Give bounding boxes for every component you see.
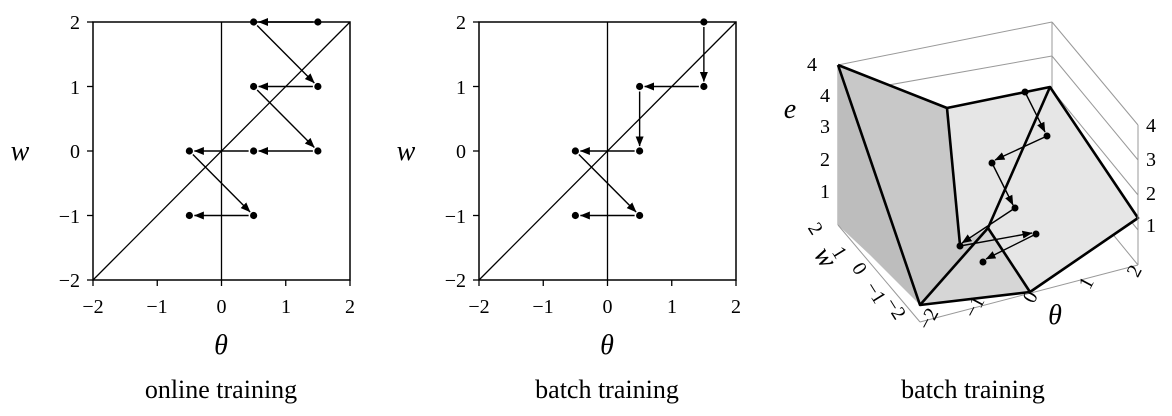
path-point [700, 18, 708, 26]
path-point [979, 258, 987, 266]
y-tick-label: 1 [456, 77, 466, 99]
path-point [636, 147, 644, 155]
path-arrow [991, 162, 1014, 206]
x-tick-label: −1 [532, 296, 553, 318]
w-tick-label: 0 [847, 259, 871, 279]
x-tick-label: 0 [217, 296, 227, 318]
online-training-panel: −2 −1 0 1 2 2 1 0 −1 −2 θ w online train… [11, 12, 355, 404]
z-axis-label: e [784, 94, 796, 125]
z-tick-label-left: 4 [807, 54, 817, 76]
x-tick-label: 1 [667, 296, 677, 318]
path-point [250, 82, 258, 91]
path-point [956, 242, 964, 250]
y-axis-label: w [397, 136, 416, 167]
panel-caption: batch training [535, 375, 679, 404]
training-path [185, 18, 322, 220]
bounding-box-front [837, 125, 1139, 323]
surface-face-bottom [920, 228, 1030, 305]
z-tick-label-left: 4 [820, 85, 830, 107]
z-tick-label-right: 3 [1146, 149, 1156, 171]
tick-marks [87, 21, 351, 286]
y-tick-label: 1 [70, 77, 80, 99]
x-axis-label: θ [214, 330, 228, 361]
path-point [314, 18, 322, 26]
path-point [571, 211, 579, 220]
w-axis-label: w [807, 241, 843, 274]
y-tick-label: 2 [456, 12, 466, 34]
x-tick-label: −2 [468, 296, 489, 318]
path-point [636, 82, 644, 91]
path-arrow [1024, 91, 1046, 133]
z-tick-label-left: 2 [820, 149, 830, 171]
path-point [250, 211, 258, 220]
path-point [988, 159, 996, 167]
panel-caption: online training [145, 375, 297, 404]
x-tick-label: −2 [82, 296, 103, 318]
y-tick-label: 0 [456, 141, 466, 163]
y-tick-label: −1 [59, 206, 80, 228]
theta-tick-label: 2 [1123, 262, 1147, 281]
path-point [250, 18, 258, 26]
path-point [1021, 88, 1029, 96]
x-tick-label: 0 [603, 296, 613, 318]
path-arrow [192, 154, 251, 213]
path-arrow [985, 233, 1037, 260]
z-tick-label-right: 1 [1146, 215, 1156, 237]
path-point [185, 147, 193, 155]
y-tick-label: 0 [70, 141, 80, 163]
path-arrow [994, 135, 1048, 161]
path-arrow [959, 230, 1033, 247]
x-tick-label: 1 [281, 296, 291, 318]
path-point [1011, 204, 1019, 212]
z-tick-label-left: 1 [820, 181, 830, 203]
path-point [1032, 230, 1040, 238]
path-point [250, 147, 258, 155]
surface-training-path [956, 88, 1051, 266]
theta-axis-label: θ [1048, 300, 1062, 331]
path-arrow [256, 89, 315, 148]
batch-training-panel: −2 −1 0 1 2 2 1 0 −1 −2 θ w batch traini… [397, 12, 741, 404]
path-point [185, 211, 193, 220]
z-tick-label-right: 2 [1146, 183, 1156, 205]
error-surface-panel: 1 2 3 4 4 e 1 2 3 4 2 1 0 −1 −2 w −2 −1 … [784, 21, 1156, 404]
theta-tick-label: −2 [914, 305, 943, 334]
x-tick-label: −1 [146, 296, 167, 318]
path-point [314, 82, 322, 91]
w-tick-label: 2 [803, 219, 827, 239]
tick-marks [473, 21, 737, 286]
training-path [571, 18, 708, 220]
x-axis-label: θ [600, 330, 614, 361]
surface-face-left [838, 65, 988, 305]
x-tick-label: 2 [731, 296, 741, 318]
path-arrow [578, 154, 637, 213]
path-point [314, 147, 322, 155]
y-axis-label: w [11, 136, 30, 167]
path-arrow [961, 207, 1016, 244]
path-point [571, 147, 579, 155]
y-tick-label: −2 [445, 270, 466, 292]
z-tick-label-right: 4 [1146, 115, 1156, 137]
path-arrow [256, 25, 315, 84]
z-tick-label-left: 3 [820, 116, 830, 138]
panel-caption: batch training [901, 375, 1045, 404]
path-point [636, 211, 644, 220]
y-tick-label: −1 [445, 206, 466, 228]
y-tick-label: −2 [59, 270, 80, 292]
x-tick-label: 2 [345, 296, 355, 318]
path-point [1043, 132, 1051, 140]
surface-face-back [947, 87, 1138, 292]
path-point [700, 82, 708, 91]
y-tick-label: 2 [70, 12, 80, 34]
